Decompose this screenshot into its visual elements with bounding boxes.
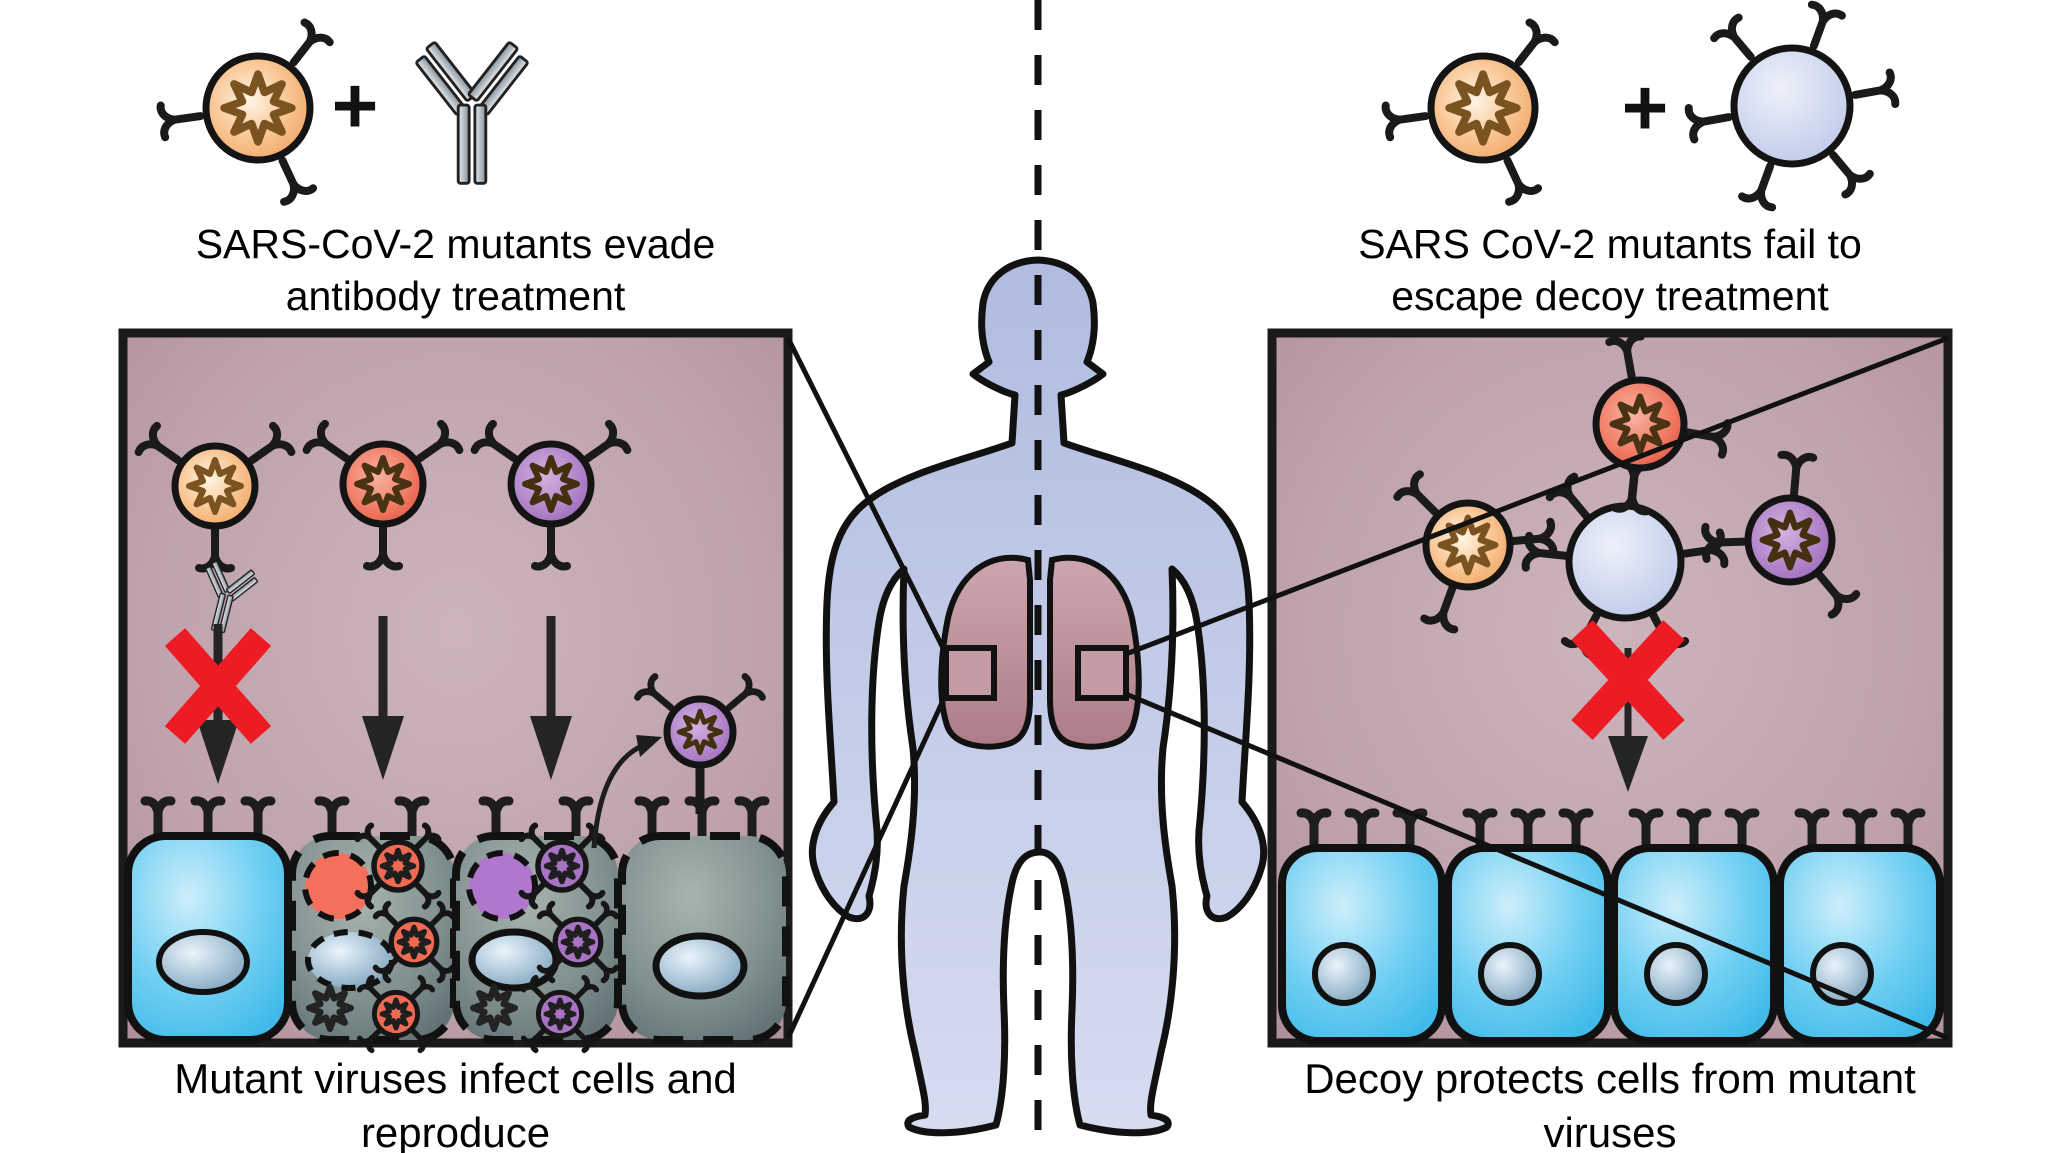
cell-nucleus — [468, 928, 560, 992]
cell-nucleus — [652, 932, 748, 1000]
cell-nucleus — [156, 929, 250, 995]
reinfected-cell — [618, 801, 790, 1044]
blocked-cross-icon — [164, 628, 272, 744]
magnifier-callout-lines — [785, 335, 1949, 1041]
right-caption-line1: Decoy protects cells from mutant — [1304, 1055, 1916, 1102]
healthy-cell — [124, 801, 292, 1044]
right-lung-zoom-square — [1075, 645, 1129, 701]
purple-mutant-virus-icon — [474, 424, 627, 567]
left-caption-line1: Mutant viruses infect cells and — [174, 1055, 737, 1102]
uncoating-red-virus — [302, 850, 374, 922]
right-title-line2: escape decoy treatment — [1391, 273, 1829, 320]
left-lung-zoom-square — [943, 645, 997, 701]
purple-mutant-virus-bound — [1705, 454, 1856, 614]
uncoating-purple-virus — [466, 850, 538, 922]
protected-cell — [1610, 813, 1778, 1045]
orange-virus-icon — [1385, 22, 1555, 202]
infected-cell-purple — [452, 801, 622, 1051]
red-mutant-virus-icon — [306, 424, 459, 567]
protected-cell — [1444, 813, 1612, 1045]
cell-nucleus — [1644, 942, 1708, 1006]
plus-sign-right: + — [1621, 63, 1669, 152]
escaped-purple-virus — [637, 676, 762, 814]
right-panel-decoy-protects — [1267, 328, 1953, 1048]
left-title-line1: SARS-CoV-2 mutants evade — [195, 221, 716, 267]
cell-nucleus — [305, 929, 395, 991]
infection-arrow-purple — [530, 616, 572, 780]
orange-virus-icon — [138, 426, 291, 569]
left-title: SARS-CoV-2 mutants evade antibody treatm… — [123, 218, 788, 323]
orange-virus-icon — [160, 22, 330, 202]
protected-cell — [1278, 813, 1446, 1045]
right-caption: Decoy protects cells from mutant viruses — [1252, 1052, 1968, 1153]
left-title-line2: antibody treatment — [285, 273, 626, 320]
antibody-icon — [411, 40, 533, 185]
budding-arrow — [591, 735, 662, 849]
infected-cell-red — [288, 801, 458, 1051]
left-panel-mutants-infect — [118, 328, 793, 1051]
blocked-cross-icon — [1571, 620, 1685, 740]
left-caption-line2: reproduce — [360, 1108, 551, 1153]
protected-cell — [1776, 813, 1944, 1045]
left-caption: Mutant viruses infect cells and reproduc… — [103, 1052, 808, 1153]
virus-plus-antibody-group — [160, 22, 533, 202]
right-title: SARS CoV-2 mutants fail to escape decoy … — [1272, 218, 1948, 323]
virus-plus-decoy-group — [1385, 4, 1895, 207]
plus-sign-left: + — [331, 61, 379, 150]
cell-nucleus — [1312, 942, 1376, 1006]
decoy-nanoparticle-icon — [1688, 4, 1895, 207]
right-caption-line2: viruses — [1543, 1108, 1677, 1153]
orange-virus-bound — [1397, 474, 1554, 630]
infection-arrow-red — [362, 616, 404, 780]
right-title-line1: SARS CoV-2 mutants fail to — [1358, 221, 1862, 267]
cell-nucleus — [1478, 942, 1542, 1006]
